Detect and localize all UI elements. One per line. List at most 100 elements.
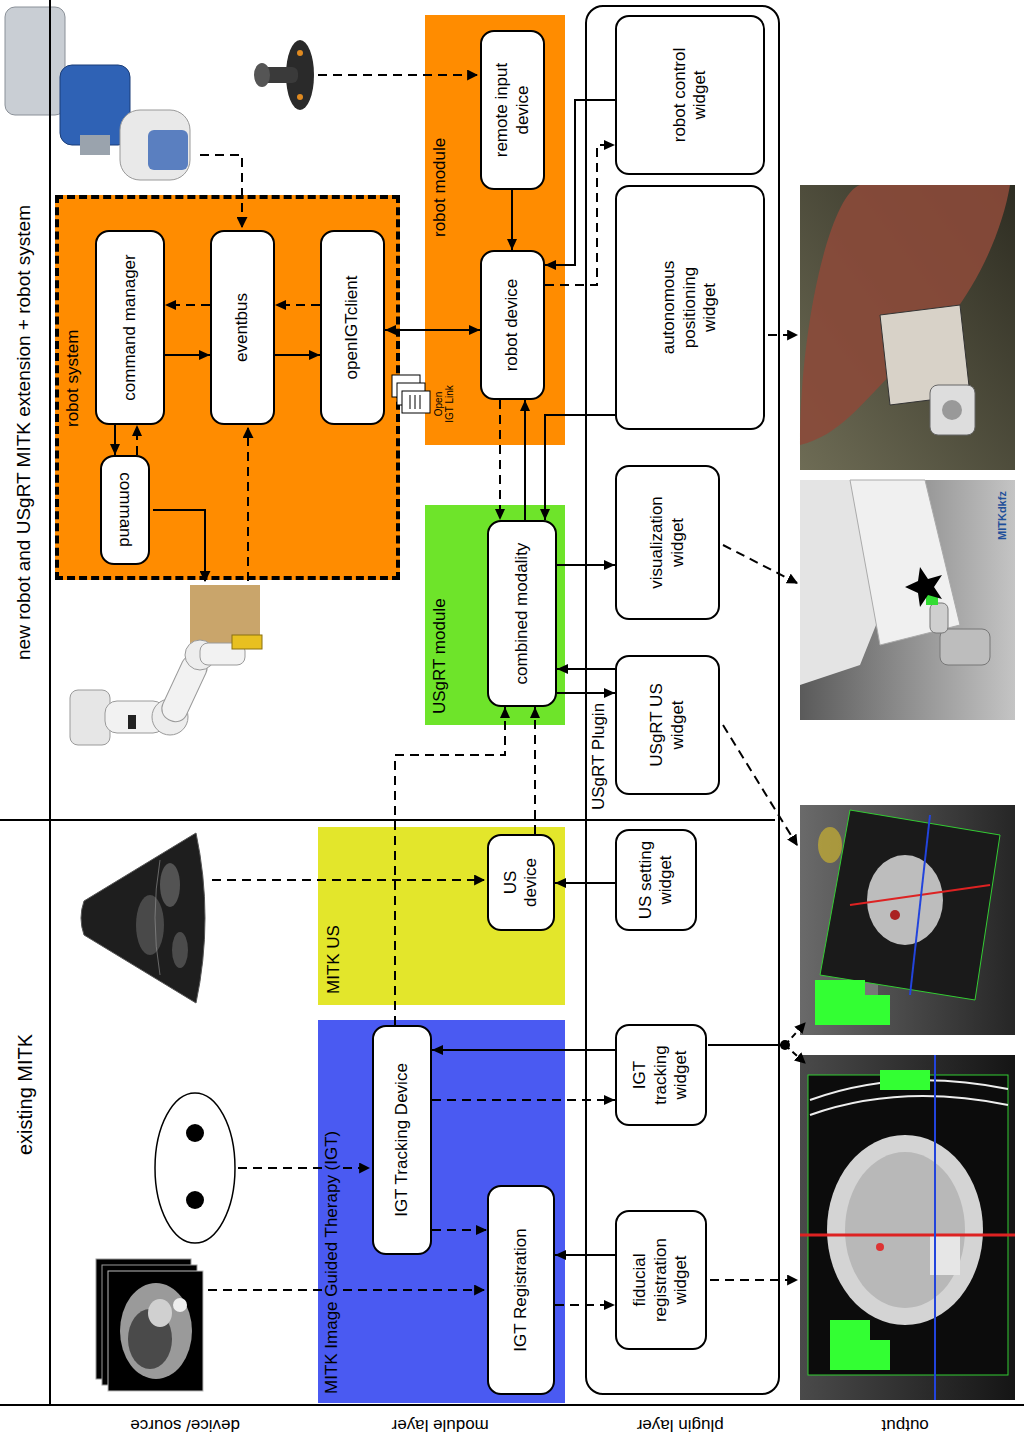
tracking-marker <box>155 1093 235 1243</box>
leader-line <box>785 1045 805 1063</box>
connector <box>545 100 615 270</box>
connector-line <box>395 707 505 1025</box>
connector-line <box>165 304 210 306</box>
connector <box>520 400 530 520</box>
module-box: robot device <box>480 250 545 400</box>
group-heading: MITK Image Guided Therapy (IGT) <box>322 1128 342 1397</box>
frame-line <box>0 1404 1024 1406</box>
lightweight-robot-photo <box>148 130 188 170</box>
output-robot-view <box>940 629 990 665</box>
lightweight-robot-photo <box>120 110 190 180</box>
connector-line <box>545 145 615 285</box>
output-positioning-view <box>800 185 1015 470</box>
output-ct-view <box>810 1096 1008 1115</box>
widget-box: IGT tracking widget <box>615 1024 707 1126</box>
box-label: eventbus <box>232 293 252 362</box>
lightweight-robot-photo <box>5 7 190 180</box>
group-heading: robot module <box>430 135 450 240</box>
joystick-photo <box>254 63 270 87</box>
box-label: IGT Registration <box>511 1228 531 1351</box>
connector <box>555 1300 615 1310</box>
watermark: MITKdkfz <box>996 491 1009 540</box>
arrowhead <box>545 260 556 270</box>
ultrasound-image <box>172 932 188 968</box>
group-heading: USgRT Plugin <box>589 700 609 813</box>
robot-arm-photo <box>232 635 262 649</box>
tracking-marker <box>186 1191 204 1209</box>
ultrasound-image <box>155 860 160 975</box>
connector <box>385 325 480 335</box>
output-ultrasound-view <box>910 815 930 995</box>
output-ultrasound-view <box>815 980 890 1025</box>
arrowhead <box>132 425 142 436</box>
group-heading: MITK US <box>324 922 344 997</box>
arrowhead <box>520 400 530 411</box>
connector <box>545 140 615 285</box>
lightweight-robot-photo <box>80 135 110 155</box>
arrowhead <box>110 444 120 455</box>
connector <box>432 1225 487 1235</box>
output-positioning-view <box>942 400 962 420</box>
output-robot-view <box>800 480 1015 720</box>
connector <box>275 300 320 310</box>
connector-line <box>432 1049 615 1051</box>
connector-line <box>545 100 615 265</box>
module-band: MITK US US device <box>318 827 565 1005</box>
module-box: IGT Registration <box>487 1185 555 1395</box>
arrowhead <box>604 688 615 698</box>
output-ct-view <box>800 1055 1015 1400</box>
connector <box>557 688 615 698</box>
output-ct-view <box>800 1234 1015 1237</box>
arrowhead <box>199 350 210 360</box>
arrowhead <box>555 878 566 888</box>
ultrasound-image <box>136 895 164 955</box>
component-box: openIGTclient <box>320 230 385 425</box>
ultrasound-image <box>81 833 205 1003</box>
openigtlink-icon <box>397 383 425 405</box>
connector <box>507 190 517 250</box>
connector <box>132 425 142 455</box>
output-ct-view <box>830 1320 890 1370</box>
module-box: IGT Tracking Device <box>372 1025 432 1255</box>
output-robot-view <box>905 567 942 607</box>
arrowhead <box>557 664 568 674</box>
connector <box>557 560 615 570</box>
output-ultrasound-view <box>890 910 900 920</box>
frame-line <box>0 819 775 821</box>
box-label: IGT Tracking Device <box>392 1063 412 1217</box>
row-label: module layer <box>340 1415 540 1435</box>
arrowhead <box>604 560 615 570</box>
joystick-photo <box>297 50 303 56</box>
connector <box>110 425 120 455</box>
junction-dot <box>780 1040 790 1050</box>
box-label: robot control widget <box>670 35 711 155</box>
robot-arm-photo <box>128 715 136 729</box>
leader-line <box>768 334 797 336</box>
arrowhead <box>530 707 540 718</box>
box-label: autonomous positioning widget <box>659 253 720 363</box>
leader-line <box>723 545 797 583</box>
leader-line <box>710 1279 797 1281</box>
arrowhead <box>540 509 550 520</box>
component-box: command <box>100 455 150 565</box>
ct-image-stack <box>148 1299 172 1327</box>
robot-arm-photo <box>70 585 262 745</box>
connector-line <box>524 400 526 520</box>
output-ultrasound-view <box>818 827 842 863</box>
arrowhead <box>604 140 615 150</box>
box-label: US setting widget <box>636 839 677 921</box>
connector-line <box>557 692 615 694</box>
connector-line <box>432 1099 615 1101</box>
group-heading: robot system <box>63 327 83 430</box>
connector <box>432 1045 615 1055</box>
connector <box>557 664 615 674</box>
joystick-photo <box>254 40 314 110</box>
module-box: combined modality <box>487 520 557 707</box>
widget-box: autonomous positioning widget <box>615 185 765 430</box>
box-label: combined modality <box>512 543 532 685</box>
module-box: US device <box>487 834 555 931</box>
arrowhead <box>604 1095 615 1105</box>
arrowhead <box>275 300 286 310</box>
widget-box: US setting widget <box>615 829 697 931</box>
